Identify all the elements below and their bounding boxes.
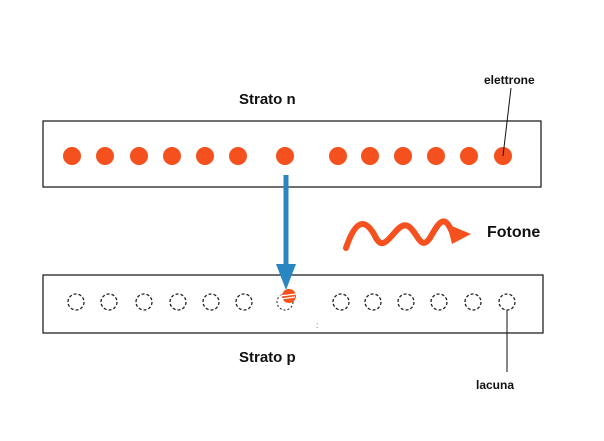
hole	[364, 293, 382, 311]
electron-label: elettrone	[484, 73, 535, 87]
electron	[460, 147, 478, 165]
electron	[329, 147, 347, 165]
photon-wave	[343, 218, 455, 251]
hole	[498, 293, 516, 311]
hole	[67, 293, 85, 311]
hole	[202, 293, 220, 311]
layer-n-label: Strato n	[239, 91, 296, 108]
hole	[169, 293, 187, 311]
hole	[135, 293, 153, 311]
electron	[229, 147, 247, 165]
dot-mark: :	[316, 321, 318, 330]
holes-group	[67, 293, 516, 311]
electron	[96, 147, 114, 165]
n-layer-box	[42, 120, 542, 188]
hole	[397, 293, 415, 311]
hole	[430, 293, 448, 311]
electron	[196, 147, 214, 165]
electron	[361, 147, 379, 165]
electron	[394, 147, 412, 165]
recombining-electron	[276, 289, 297, 311]
photon-label: Fotone	[487, 224, 540, 241]
hole	[464, 293, 482, 311]
transition-arrow-head	[276, 264, 296, 290]
hole-label: lacuna	[476, 378, 514, 392]
layer-p-label: Strato p	[239, 349, 296, 366]
electron-pointer-line	[502, 87, 512, 157]
hole	[235, 293, 253, 311]
electron	[276, 147, 294, 165]
electron	[63, 147, 81, 165]
p-layer-box	[42, 274, 544, 334]
hole	[100, 293, 118, 311]
electrons-group	[63, 147, 512, 165]
photon-arrow-head	[447, 224, 471, 244]
hole	[332, 293, 350, 311]
electron	[163, 147, 181, 165]
electron	[427, 147, 445, 165]
electron	[130, 147, 148, 165]
